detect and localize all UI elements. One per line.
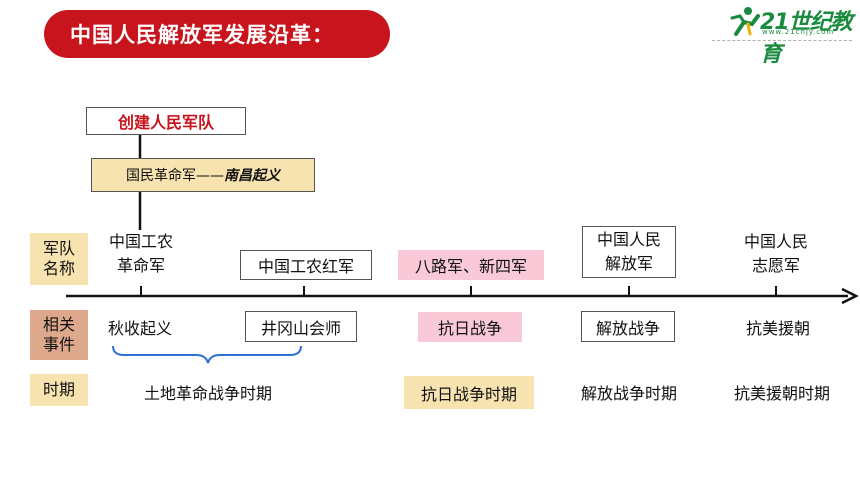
founding-connector — [138, 135, 142, 230]
army-name-3: 八路军、新四军 — [398, 250, 544, 280]
event-1: 秋收起义 — [107, 319, 172, 338]
army-name-5-line1: 中国人民 — [743, 232, 808, 251]
header-divider — [712, 40, 852, 41]
period-4: 抗美援朝时期 — [733, 384, 830, 403]
row-label-army-line2: 名称 — [42, 259, 75, 278]
row-label-event-line2: 事件 — [42, 335, 75, 354]
nanchang-prefix: 国民革命军—— — [126, 168, 224, 184]
army-name-1-line2: 革命军 — [116, 256, 165, 275]
army-name-4-line2: 解放军 — [604, 254, 653, 273]
period-1: 土地革命战争时期 — [143, 384, 272, 403]
row-label-period: 时期 — [30, 374, 88, 406]
row-label-event: 相关事件 — [30, 310, 88, 360]
period-2: 抗日战争时期 — [404, 376, 534, 409]
event-4: 解放战争 — [581, 311, 675, 342]
logo-url: www.21cnjy.com — [762, 28, 835, 36]
runner-logo-icon — [730, 7, 760, 36]
event-2: 井冈山会师 — [245, 311, 357, 342]
row-label-event-line1: 相关 — [42, 315, 75, 334]
army-name-2: 中国工农红军 — [240, 250, 372, 280]
event-3: 抗日战争 — [418, 312, 522, 342]
row-label-army: 军队名称 — [30, 233, 88, 285]
nanchang-uprising-box: 国民革命军——南昌起义 — [91, 158, 315, 192]
event-5: 抗美援朝 — [745, 319, 810, 338]
army-name-4: 中国人民 解放军 — [582, 226, 676, 278]
period-brace — [112, 345, 302, 364]
nanchang-emphasis: 南昌起义 — [224, 168, 280, 184]
page-title: 中国人民解放军发展沿革： — [44, 10, 390, 58]
period-3: 解放战争时期 — [580, 384, 677, 403]
row-label-army-line1: 军队 — [42, 239, 75, 258]
army-name-1-line1: 中国工农 — [108, 232, 173, 251]
army-name-4-line1: 中国人民 — [596, 230, 661, 249]
army-name-5-line2: 志愿军 — [751, 256, 800, 275]
founding-box: 创建人民军队 — [86, 107, 246, 135]
army-name-1: 中国工农 革命军 — [95, 230, 187, 278]
logo-wordmark: 21世纪教育 — [760, 10, 853, 67]
army-name-5: 中国人民 志愿军 — [728, 230, 824, 278]
timeline-axis — [66, 286, 859, 305]
